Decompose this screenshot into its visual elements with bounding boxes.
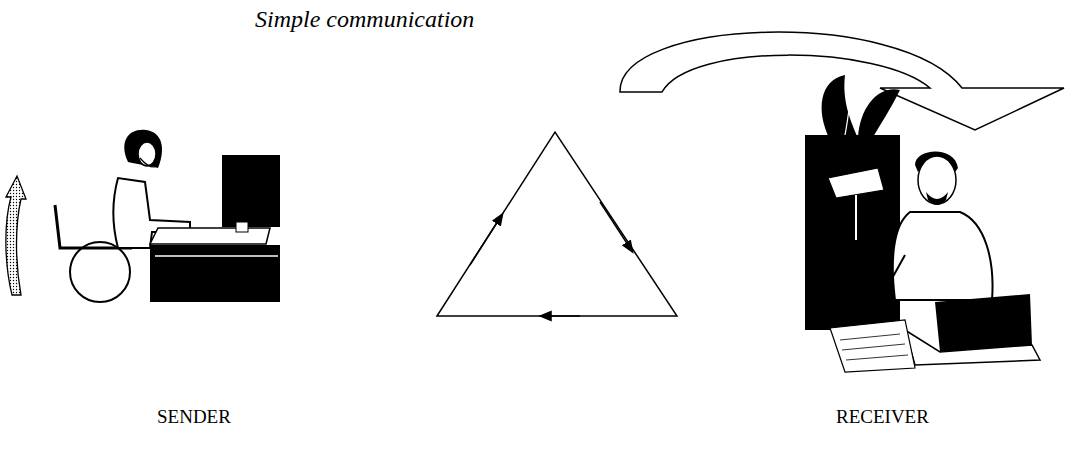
triangle-outline: [437, 132, 677, 316]
return-arrow: [6, 176, 26, 295]
sender-figure: [55, 130, 280, 302]
lamp: [828, 168, 884, 198]
figure-label: RECEIVER: [836, 406, 929, 428]
cup: [236, 222, 248, 232]
laptop-screen: [935, 294, 1032, 352]
plant-leaf: [858, 89, 900, 142]
receiver-figure: [805, 75, 1040, 372]
cycle-arrow: [545, 315, 580, 317]
cycle-arrow: [470, 218, 500, 265]
receiver-body: [893, 212, 993, 300]
cycle-arrow: [600, 202, 630, 248]
keyboard: [150, 228, 270, 244]
diagram-title: Simple communication: [255, 6, 474, 33]
sender-face: [138, 142, 156, 166]
headset: [140, 158, 158, 167]
cycle-triangle: [437, 132, 677, 316]
sender-hair: [124, 130, 162, 168]
desk-edge: [155, 255, 278, 257]
receiver-face: [918, 156, 956, 204]
laptop-base: [905, 330, 1040, 365]
desk: [150, 245, 280, 302]
beard: [926, 192, 948, 205]
wheel: [70, 242, 130, 302]
plant-vein: [845, 78, 862, 135]
monitor: [222, 155, 280, 227]
receiver-arm: [880, 255, 920, 300]
paper-lines: [840, 334, 908, 360]
papers: [830, 320, 915, 372]
lamp-arm: [855, 195, 857, 240]
figure-label: SENDER: [157, 406, 231, 428]
plant-leaf: [822, 75, 858, 140]
